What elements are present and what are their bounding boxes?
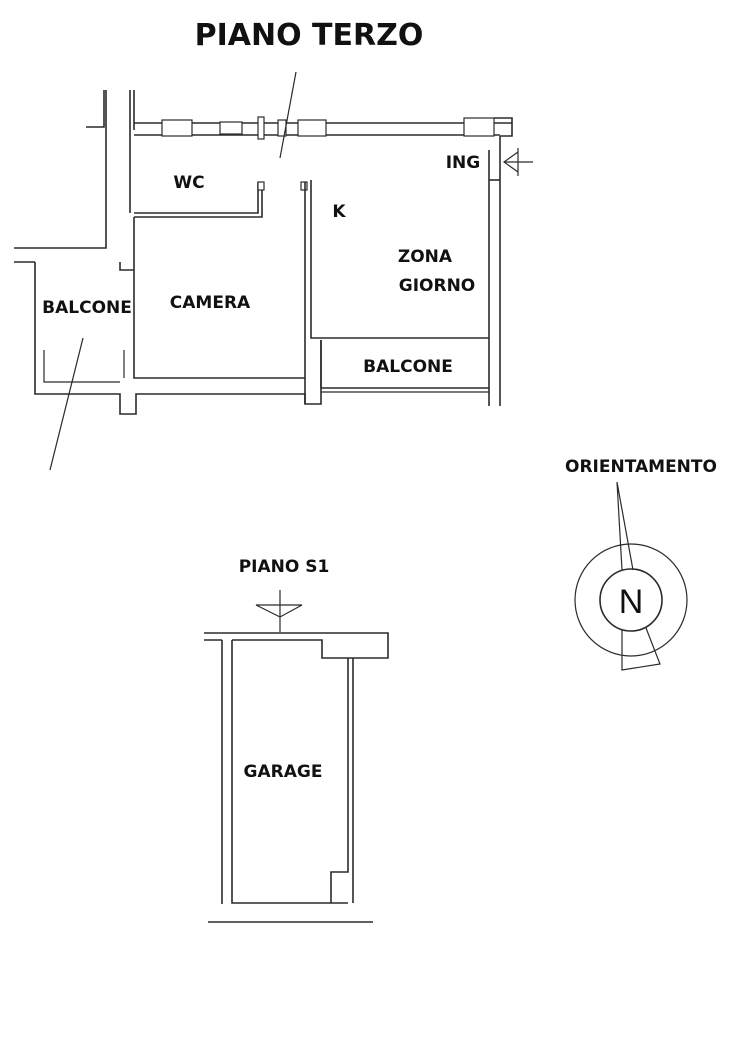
room-label-bedroom: CAMERA [170, 293, 251, 313]
room-label-living-2: GIORNO [399, 276, 476, 296]
garage-top-wall-inner [204, 639, 348, 659]
wall-divider-inner [310, 180, 489, 339]
garage-west-inner [231, 640, 348, 904]
entrance-marker [502, 148, 533, 176]
wall-wc-south [134, 182, 259, 214]
room-label-balcony-south: BALCONE [363, 357, 453, 377]
wall-left-outer [86, 90, 105, 128]
balcony-west-outline [34, 262, 322, 415]
window-north-3 [257, 116, 265, 140]
window-north-5 [297, 119, 327, 137]
garage-entrance-marker [255, 590, 303, 632]
upper-floor-title: PIANO TERZO [195, 18, 424, 53]
compass-title: ORIENTAMENTO [565, 457, 717, 477]
garage-top-wall [204, 632, 389, 659]
wall-left-inner [14, 90, 107, 249]
room-label-garage: GARAGE [244, 762, 323, 782]
balcony-south-outline [320, 340, 489, 389]
garage-east-wall [330, 658, 349, 903]
section-line-north [279, 71, 297, 159]
window-north-6 [463, 117, 495, 137]
room-label-balcony-west: BALCONE [42, 298, 132, 318]
window-north-2 [219, 121, 243, 135]
room-label-entrance: ING [446, 153, 481, 173]
compass-inner-ring [599, 568, 663, 632]
room-label-living-1: ZONA [398, 247, 453, 267]
compass-needle-north [616, 481, 634, 571]
basement-floor-title: PIANO S1 [239, 557, 330, 577]
upper-floor-plan [14, 71, 533, 471]
compass-north-letter: N [619, 583, 644, 621]
compass-outer-ring [574, 543, 688, 657]
window-north-1 [161, 119, 193, 137]
wall-bedroom-west-outer [119, 262, 134, 271]
wall-wc-south-inner [134, 186, 263, 218]
room-label-kitchen: K [332, 202, 346, 222]
compass-rose [574, 481, 688, 671]
basement-floor-plan [204, 590, 389, 923]
door-jamb-kitchen [300, 181, 308, 191]
door-jamb-wc [257, 181, 265, 191]
wall-ne-corner [494, 117, 513, 137]
balcony-west-rail [43, 350, 120, 383]
compass-needle-south [621, 627, 661, 671]
section-line-south [49, 337, 84, 471]
room-label-wc: WC [173, 173, 204, 193]
